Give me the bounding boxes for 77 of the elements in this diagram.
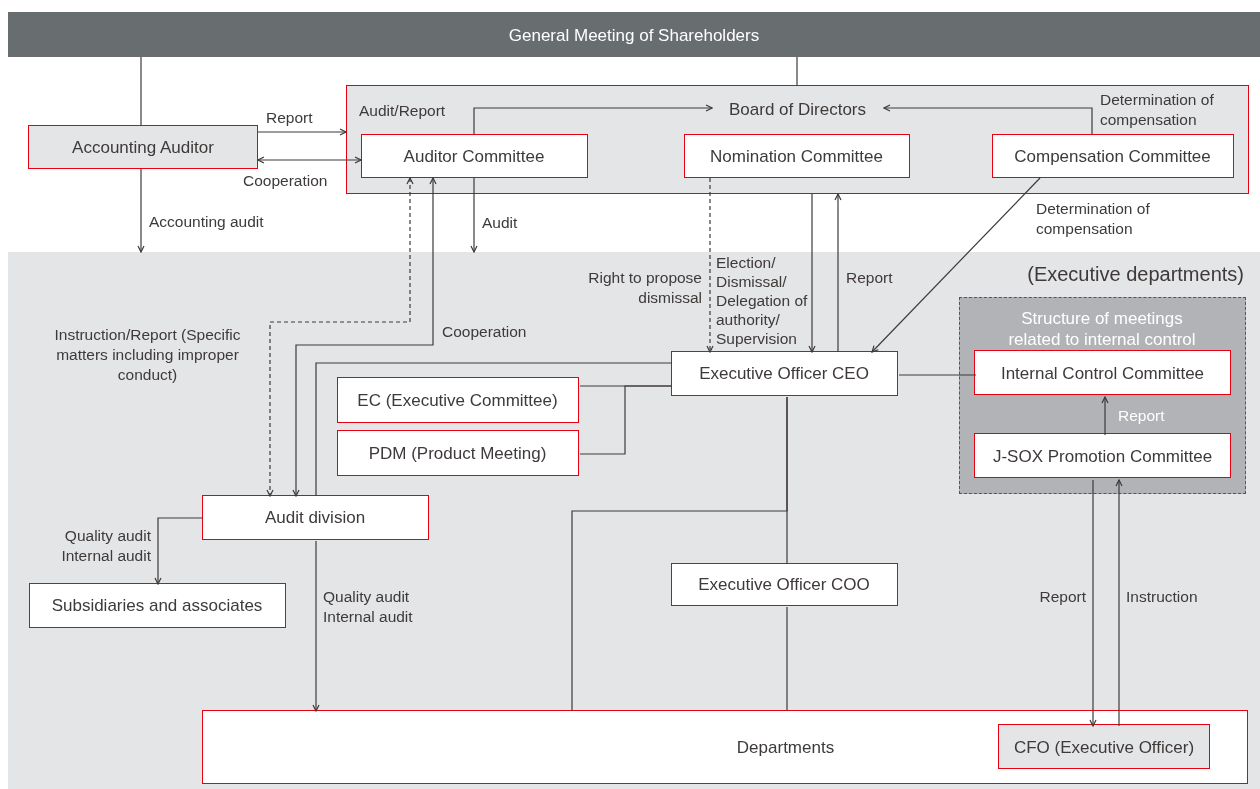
connector-line (1089, 479, 1097, 727)
process-box (974, 350, 1231, 395)
node-label: PDM (Product Meeting) (368, 442, 547, 463)
connector-line (706, 177, 714, 353)
edge-label: Election/ Dismissal/ Delegation of authority/ Supervision (716, 253, 809, 348)
node-label: General Meeting of Shareholders (508, 24, 760, 45)
node-label: CFO (Executive Officer) (1013, 736, 1195, 757)
edge-label: Instruction/Report (Specific matters including improper conduct) (53, 325, 242, 385)
edge-label: Instruction (1126, 587, 1199, 607)
connector-line (871, 177, 1041, 353)
node-label: Board of Directors (729, 98, 866, 119)
connector-line (571, 396, 788, 712)
node-label: Audit division (264, 506, 366, 528)
edge-label: Quality audit Internal audit (60, 526, 151, 566)
connector-line (312, 540, 320, 712)
edge-label: Right to propose dismissal (587, 268, 702, 308)
edge-label: Cooperation (442, 322, 528, 342)
connector-line (315, 362, 673, 497)
edge-label: Quality audit Internal audit (323, 587, 414, 627)
group-box (958, 296, 1246, 494)
connector-line (898, 374, 977, 376)
connector-line (266, 177, 414, 497)
connector-line (137, 168, 145, 253)
process-box (670, 350, 898, 396)
connector-line (473, 104, 713, 135)
process-box (991, 133, 1234, 178)
connector-line (292, 177, 437, 497)
node-label: Executive Officer CEO (699, 362, 869, 384)
node-label: Nomination Committee (710, 145, 883, 166)
process-box (201, 494, 429, 540)
process-box (336, 429, 579, 476)
connector-line (834, 193, 842, 353)
edge-label: Audit (482, 213, 519, 233)
process-box (360, 133, 588, 178)
edge-label: Report (846, 268, 894, 288)
process-box (28, 582, 286, 628)
node-label: EC (Executive Committee) (357, 389, 558, 410)
connector-line (1101, 396, 1109, 436)
connector-line (140, 56, 142, 126)
process-box (201, 709, 1248, 784)
edge-label: Report (266, 108, 314, 128)
group-box (346, 85, 1249, 194)
edge-label: Determination of compensation (1036, 199, 1151, 239)
connector-line (786, 606, 788, 712)
edge-label: Cooperation (243, 171, 329, 191)
node-label: Auditor Committee (403, 145, 545, 166)
connector-line (796, 56, 798, 86)
edge-label: Determination of compensation (1100, 90, 1215, 130)
node-label: Accounting Auditor (72, 136, 214, 158)
connector-line (257, 128, 347, 136)
node-label: J-SOX Promotion Committee (992, 445, 1213, 466)
node-label: Departments (736, 736, 835, 757)
node-label: Compensation Committee (1014, 145, 1211, 166)
header-band (8, 12, 1260, 57)
edge-label: Report (1118, 406, 1166, 426)
group-heading: (Executive departments) (1027, 264, 1244, 285)
process-box (683, 133, 910, 178)
node-label: Subsidiaries and associates (51, 594, 263, 616)
connector-line (257, 156, 362, 164)
node-label: Internal Control Committee (1000, 362, 1205, 383)
process-box (998, 724, 1210, 769)
edge-label: Accounting audit (149, 212, 265, 232)
connector-line (883, 104, 1093, 135)
group-heading: Structure of meetings related to internal control (1007, 307, 1197, 350)
process-box (974, 433, 1231, 478)
edge-label: Audit/Report (359, 101, 447, 121)
connector-line (579, 385, 673, 455)
connector-line (154, 517, 204, 585)
connector-line (808, 193, 816, 353)
process-box (670, 562, 898, 606)
process-box (336, 376, 579, 423)
area-panel (8, 252, 1260, 789)
node-label: Executive Officer COO (698, 573, 870, 595)
edge-label: Report (1038, 587, 1086, 607)
connector-line (470, 177, 478, 253)
connector-line (1115, 479, 1123, 727)
process-box (28, 125, 258, 169)
